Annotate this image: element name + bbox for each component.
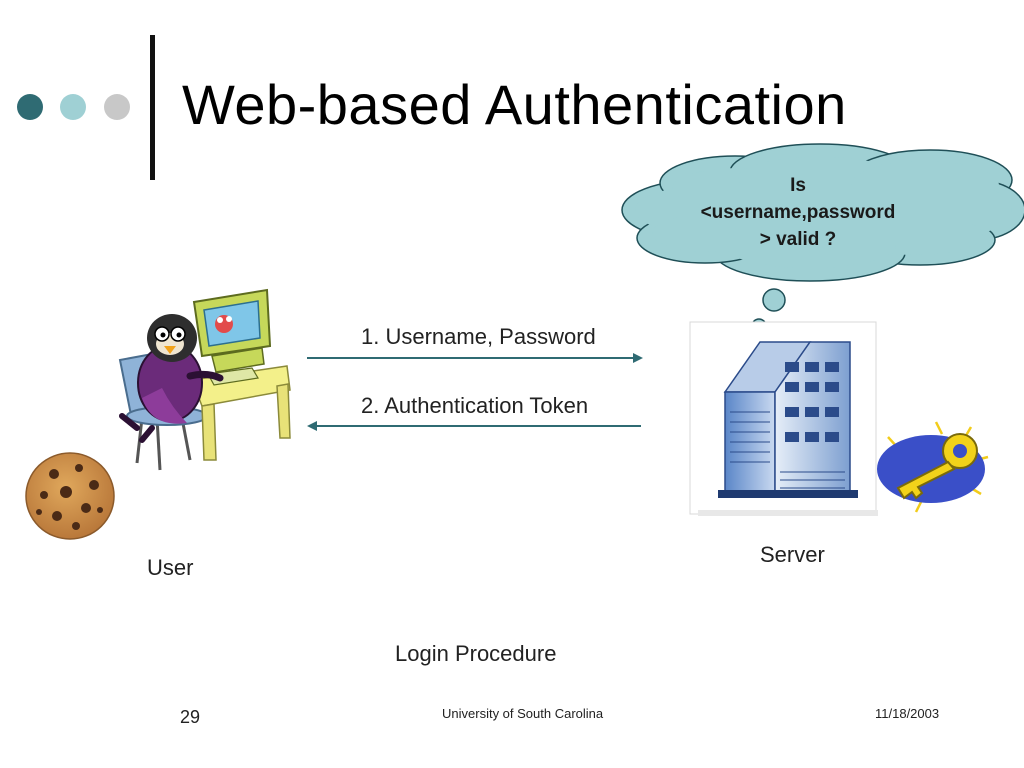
title-divider <box>150 35 155 180</box>
page-number: 29 <box>180 707 201 727</box>
diagram-caption: Login Procedure <box>395 641 557 666</box>
request-arrow <box>307 353 643 363</box>
server-tower-icon <box>689 321 878 516</box>
thought-line-3: > valid ? <box>759 229 837 250</box>
decor-dot-mid <box>60 94 86 120</box>
key-icon <box>877 421 989 513</box>
slide-title: Web-based Authentication <box>182 73 847 136</box>
footer-organization: University of South Carolina <box>442 706 604 721</box>
decor-dot-light <box>104 94 130 120</box>
decor-dot-dark <box>17 94 43 120</box>
footer-date: 11/18/2003 <box>875 706 940 721</box>
request-arrow-label: 1. Username, Password <box>361 324 596 349</box>
user-label: User <box>147 555 194 580</box>
thought-line-2: <username,password <box>700 202 896 223</box>
thought-cloud-text: Is <username,password > valid ? <box>668 172 928 253</box>
user-at-computer-icon <box>118 288 291 471</box>
server-label: Server <box>760 542 825 567</box>
response-arrow <box>307 421 641 431</box>
thought-line-1: Is <box>790 175 806 196</box>
cookie-icon <box>25 452 115 540</box>
response-arrow-label: 2. Authentication Token <box>361 393 589 418</box>
